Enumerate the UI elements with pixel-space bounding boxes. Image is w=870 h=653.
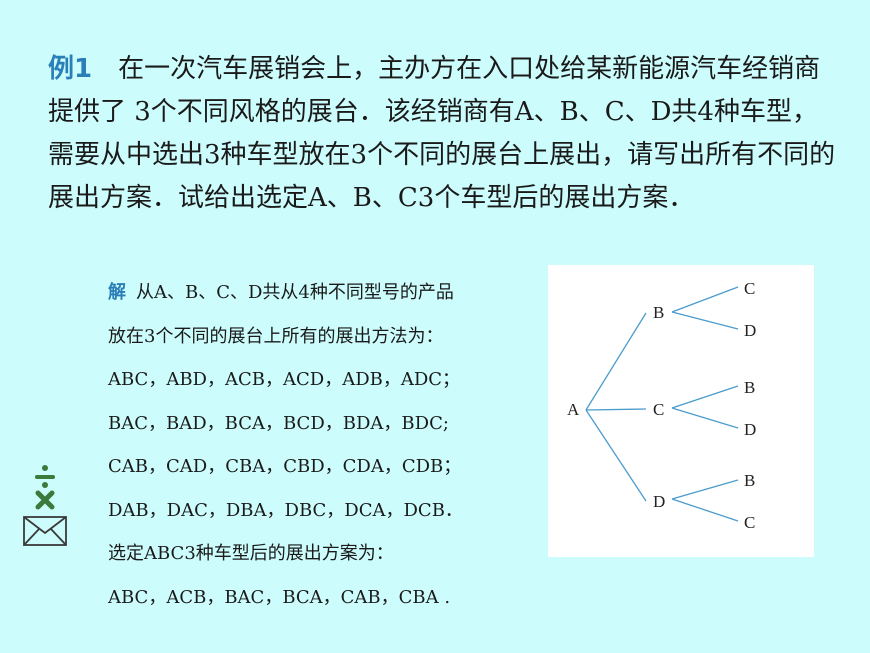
- node-l2-2: D: [744, 321, 756, 340]
- node-l2-4: D: [744, 420, 756, 439]
- solution-label: 解: [108, 282, 126, 303]
- node-l1-1: B: [653, 303, 664, 322]
- solution-line-4: BAC，BAD，BCA，BCD，BDA，BDC;: [108, 412, 449, 434]
- edge-b-c: [671, 286, 739, 313]
- node-l2-3: B: [744, 378, 755, 397]
- envelope-icon: [23, 516, 67, 546]
- solution-line-8: ABC，ACB，BAC，BCA，CAB，CBA .: [108, 586, 451, 608]
- solution-block: 解从A、B、C、D共从4种不同型号的产品 放在3个不同的展台上所有的展出方法为：…: [108, 271, 548, 619]
- solution-line-3: ABC，ABD，ACB，ACD，ADB，ADC；: [108, 369, 461, 390]
- decorative-icons: [20, 463, 70, 548]
- edge-c-d: [671, 407, 739, 429]
- problem-text: 在一次汽车展销会上，主办方在入口处给某新能源汽车经销商提供了 3个不同风格的展台…: [48, 54, 836, 213]
- edge-d-c: [671, 498, 739, 522]
- edge-a-d: [585, 409, 647, 502]
- node-root: A: [567, 400, 580, 419]
- node-l2-5: B: [744, 471, 755, 490]
- edge-b-d: [671, 311, 739, 330]
- solution-text-1: 从A、B、C、D共从4种不同型号的产品: [136, 282, 454, 303]
- node-l1-3: D: [653, 492, 665, 511]
- solution-line-7: 选定ABC3种车型后的展出方案为：: [108, 543, 394, 564]
- tree-diagram-svg: A B C D C D B D B C: [567, 279, 756, 532]
- edge-c-b: [671, 385, 739, 409]
- edge-a-c: [585, 408, 647, 411]
- math-operators-icon: [23, 465, 67, 546]
- tree-edges: [585, 286, 739, 522]
- solution-line-6: DAB，DAC，DBA，DBC，DCA，DCB．: [108, 499, 463, 521]
- edge-d-b: [671, 479, 739, 500]
- solution-line-2: 放在3个不同的展台上所有的展出方法为：: [108, 325, 444, 347]
- node-l2-1: C: [744, 279, 755, 298]
- node-l1-2: C: [653, 400, 664, 419]
- tree-diagram: A B C D C D B D B C: [548, 265, 814, 557]
- example-label: 例1: [48, 54, 93, 84]
- node-l2-6: C: [744, 513, 755, 532]
- solution-line-1: 解从A、B、C、D共从4种不同型号的产品: [108, 271, 548, 315]
- solution-line-5: CAB，CAD，CBA，CBD，CDA，CDB；: [108, 456, 462, 477]
- edge-a-b: [585, 312, 647, 411]
